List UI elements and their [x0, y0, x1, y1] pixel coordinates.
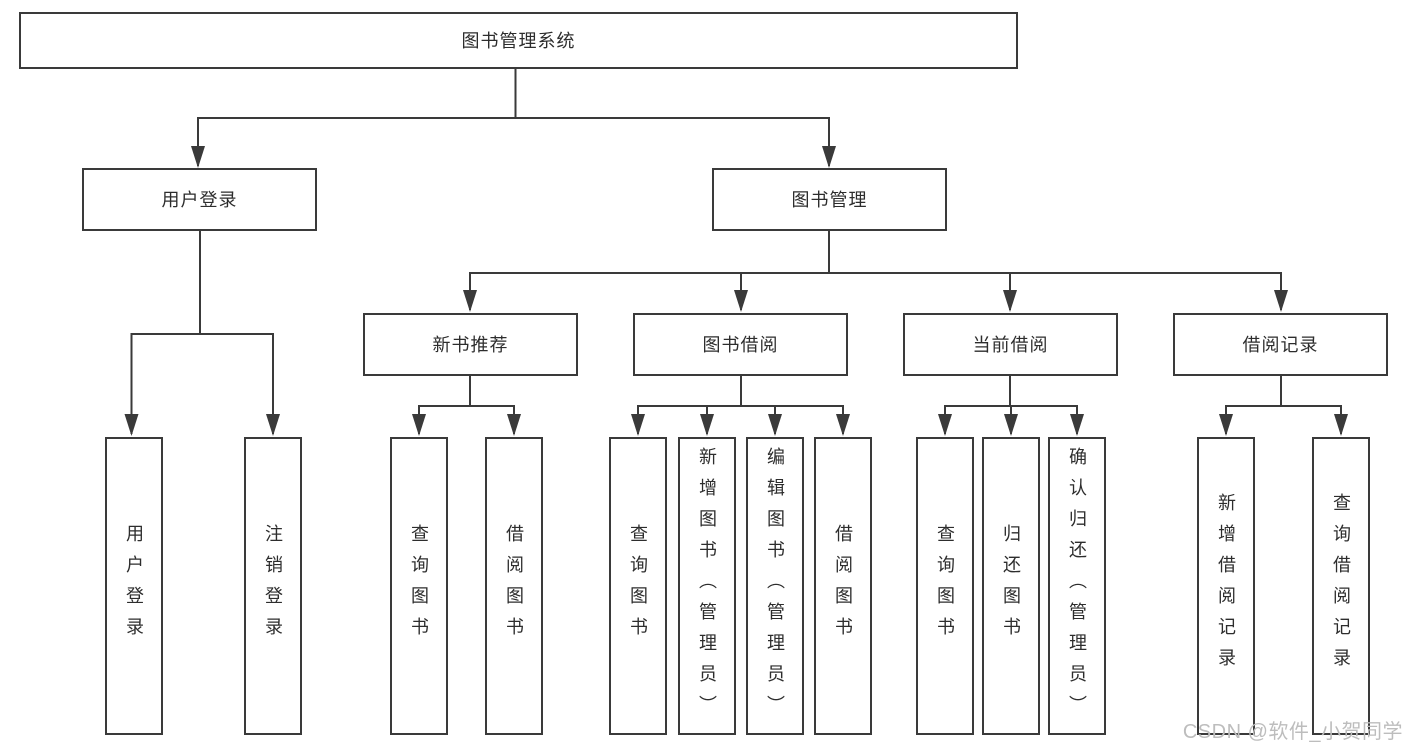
node-user-login: 用户登录 [82, 168, 317, 231]
leaf-current-return-book: 归还图书 [982, 437, 1040, 735]
leaf-borrow-borrow-book: 借阅图书 [814, 437, 872, 735]
node-borrowing-records: 借阅记录 [1173, 313, 1388, 376]
leaf-newbook-borrow-book: 借阅图书 [485, 437, 543, 735]
connector-bookborrow-to-leaves [637, 376, 844, 434]
leaf-current-confirm-return-admin: 确认归还（管理员） [1048, 437, 1106, 735]
leaf-user-login: 用户登录 [105, 437, 163, 735]
node-current-borrowing: 当前借阅 [903, 313, 1118, 376]
leaf-logout: 注销登录 [244, 437, 302, 735]
node-book-borrowing: 图书借阅 [633, 313, 848, 376]
leaf-newbook-query-book: 查询图书 [390, 437, 448, 735]
connector-newbook-to-leaves [418, 376, 515, 434]
connector-borrowrecord-to-leaves [1225, 376, 1342, 434]
node-book-management: 图书管理 [712, 168, 947, 231]
leaf-borrow-query-book: 查询图书 [609, 437, 667, 735]
connector-root-to-level2 [197, 69, 830, 166]
leaf-current-query-book: 查询图书 [916, 437, 974, 735]
leaf-record-add-record: 新增借阅记录 [1197, 437, 1255, 735]
node-root: 图书管理系统 [19, 12, 1018, 69]
leaf-borrow-edit-book-admin: 编辑图书（管理员） [746, 437, 804, 735]
connector-bookmgmt-to-level3 [469, 231, 1282, 310]
node-new-book-recommendation: 新书推荐 [363, 313, 578, 376]
leaf-record-query-record: 查询借阅记录 [1312, 437, 1370, 735]
connector-userlogin-to-leaves [130, 231, 274, 434]
arrowheads [124, 146, 1348, 436]
csdn-watermark: CSDN @软件_小贺同学 [1182, 721, 1403, 743]
leaf-borrow-add-book-admin: 新增图书（管理员） [678, 437, 736, 735]
